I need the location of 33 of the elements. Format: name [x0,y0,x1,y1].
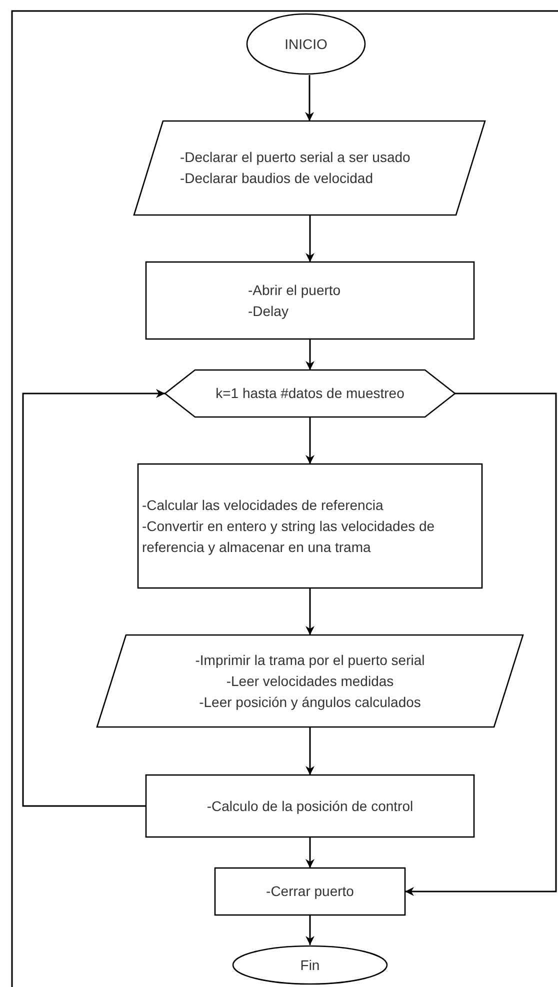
arrow [305,75,314,121]
arrow [405,392,557,896]
process-box [138,464,482,588]
step-text: -Calcular las velocidades de referencia [142,496,384,514]
arrow [306,215,314,262]
step-text: -Abrir el puerto [248,280,341,300]
loop-hexagon [165,370,455,417]
arrow [306,417,314,464]
start-ellipse [246,13,366,75]
arrow [22,389,165,807]
step-text: -Leer posición y ángulos calculados [199,692,421,712]
arrow [306,727,314,775]
arrow [306,915,314,945]
step-text: INICIO [284,34,328,54]
step-text: -Leer velocidades medidas [226,672,394,690]
step-text: -Calculo de la posición de control [206,796,414,816]
process-box [146,262,474,339]
step-text: -Delay [248,302,288,321]
arrow [306,837,314,868]
step-text: Fin [300,956,320,974]
arrow [306,339,314,370]
step-text: k=1 hasta #datos de muestreo [216,384,404,403]
step-text: -Imprimir la trama por el puerto serial [195,650,425,670]
step-text: -Declarar baudios de velocidad [180,169,373,188]
input-output-parallelogram [134,121,485,215]
end-ellipse [232,945,388,985]
step-text: -Cerrar puerto [266,882,354,901]
process-box [146,775,474,837]
arrow [306,588,314,635]
input-output-parallelogram [97,635,523,727]
process-box [215,868,405,915]
step-text: -Declarar el puerto serial a ser usado [180,148,410,167]
step-text: -Convertir en entero y string las velocidades de referencia y almacenar en una trama [142,516,436,557]
